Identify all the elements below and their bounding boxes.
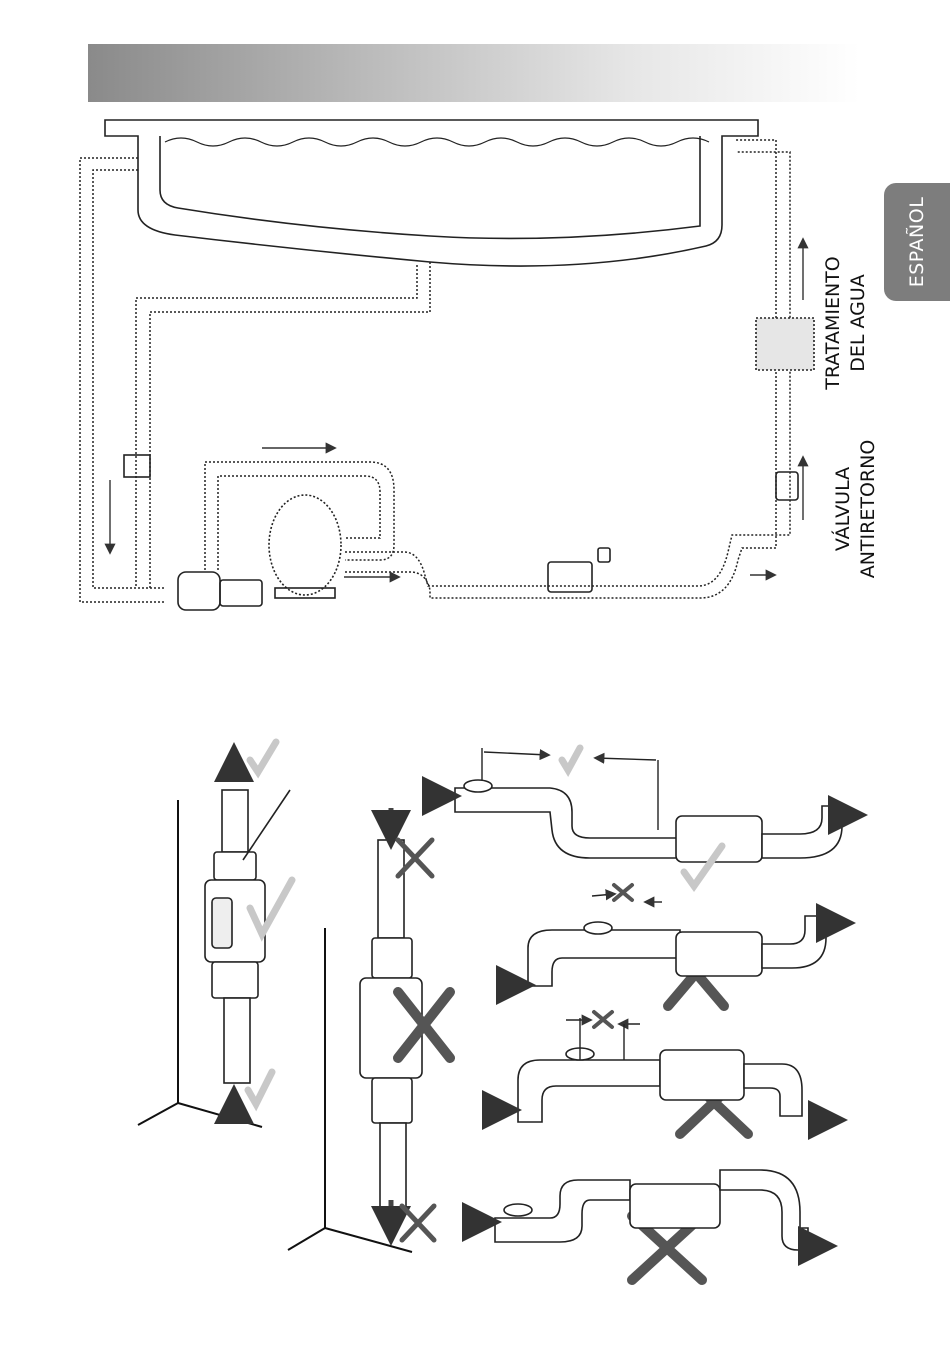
main-drain-pipe-inner (136, 265, 417, 588)
cross-mark-small-2 (594, 1012, 612, 1027)
return-pipe-inner (345, 152, 790, 586)
suction-pipe-inner (93, 170, 165, 588)
cross-mark-3 (402, 1206, 434, 1240)
check-mark-4 (562, 748, 580, 770)
filter-feed-pipe-inner (218, 476, 380, 570)
main-drain-pipe-outer (150, 262, 430, 588)
vertical-install-correct (205, 790, 290, 1083)
water-treatment-box (756, 318, 814, 370)
pool-deck (105, 120, 758, 266)
cross-mark-small-1 (614, 885, 632, 900)
check-mark-1 (250, 742, 276, 772)
check-valve (776, 472, 798, 500)
chlorinator-cap (598, 548, 610, 562)
pump-body (178, 572, 220, 610)
horizontal-install-wrong-1 (528, 916, 826, 986)
horizontal-install-correct (455, 780, 842, 862)
pool-circuit-diagram (80, 120, 814, 610)
water-surface (165, 138, 709, 146)
skimmer-fitting (124, 455, 150, 477)
filter-feed-pipe-outer (205, 462, 394, 570)
suction-pipe-outer (80, 158, 165, 602)
filter-tank (269, 495, 341, 595)
chlorinator-cell (548, 562, 592, 592)
return-pipe-outer (345, 140, 776, 598)
pump-motor (220, 580, 262, 606)
horizontal-install-wrong-2 (518, 1048, 802, 1122)
check-mark-3 (248, 1072, 272, 1104)
pool-basin-inner (160, 136, 700, 238)
vertical-install-wrong (360, 840, 422, 1213)
filter-base (275, 588, 335, 598)
horizontal-flow-arrows (432, 796, 858, 1246)
flow-arrows (110, 240, 803, 577)
